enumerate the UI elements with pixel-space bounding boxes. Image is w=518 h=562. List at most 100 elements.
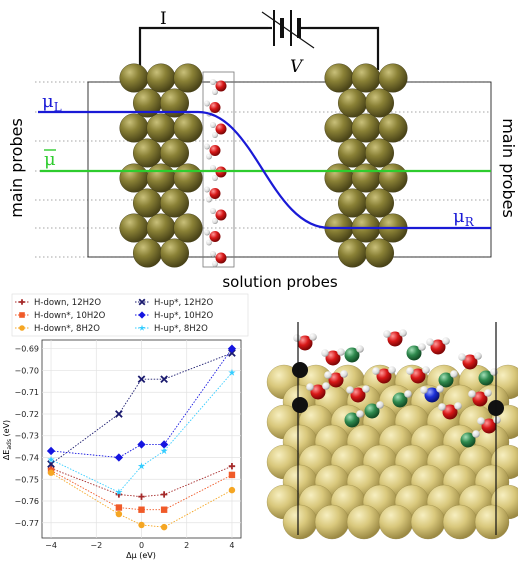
electrode-atom [173,213,203,243]
data-point [160,447,168,455]
electrode-atom [146,163,176,193]
hydrogen-atom [210,79,216,85]
data-point [115,410,123,418]
hydrogen-atom [206,239,212,246]
electrode-atom [146,213,176,243]
electrode-atom [351,113,381,143]
series-h-up-12h2o [47,349,236,468]
hydrogen-atom [399,329,407,337]
hydrogen-atom [362,385,370,393]
slab-atom [410,504,446,540]
hydrogen-atom [450,370,458,378]
electrode-atom [159,88,189,118]
electrode-atom [338,138,368,168]
oxygen-atom [215,209,227,221]
slab-atom [442,504,478,540]
series-line [50,372,233,493]
data-point [47,469,55,476]
hydrogen-atom [210,251,216,257]
hydrogen-atom [356,345,364,353]
hydrogen-atom [383,330,391,338]
hydroxyl-oxygen-atom [460,432,476,448]
electrode-atom [159,138,189,168]
mu-bar-label: μ [44,149,56,170]
y-tick-label: −0.73 [14,432,39,441]
hydrogen-atom [493,416,501,424]
solution-probes-label: solution probes [222,273,337,291]
data-point [138,506,145,513]
data-point [227,344,237,353]
data-point [228,349,236,357]
legend-box [11,293,249,337]
hydroxyl-oxygen-atom [364,403,380,419]
hydrogen-atom [212,89,218,95]
electrode-atom [378,163,408,193]
hydrogen-atom [337,348,345,356]
edge-atom [292,362,308,378]
electrode-atom [173,63,203,93]
oxygen-atom [376,368,392,384]
data-point [138,298,146,306]
series-h-down-8h2o [47,469,236,531]
hydrogen-atom [376,401,384,409]
hydrogen-atom [418,343,426,351]
series-h-up-10h2o [46,344,237,462]
mu-profile-curve [38,110,491,230]
hydrogen-atom [490,368,498,376]
oxygen-atom [209,145,221,156]
oxygen-atom [215,252,227,264]
hydrogen-atom [426,338,434,346]
electrode-atom [338,238,368,268]
slab-atom [282,504,318,540]
electrode-atom [378,113,408,143]
data-point [228,471,236,479]
legend-item: H-down*, 10H2O [15,311,106,321]
nitrogen-atom [424,387,440,403]
oxygen-atom [442,404,458,420]
hydrogen-atom [293,334,301,342]
x-tick-label: −2 [90,541,102,550]
oxygen-atom [215,80,227,92]
oxygen-atom [472,391,488,407]
legend-label: H-up*, 10H2O [154,311,214,321]
scattering-region-frame [87,81,492,258]
electrode-atom [351,63,381,93]
hydrogen-atom [212,132,218,138]
circuit-wire [138,26,380,70]
hydrogen-atom [204,100,210,107]
hydrogen-atom [321,349,329,357]
legend-label: H-down, 12H2O [34,298,101,308]
electrode-atom [132,188,162,218]
x-tick-label: −4 [45,541,57,550]
oxygen-atom [410,368,426,384]
electrode-atom [119,163,149,193]
hydroxyl-oxygen-atom [478,370,494,386]
hydrogen-atom [468,390,476,398]
legend-item: H-up*, 10H2O [135,311,214,321]
hydrogen-atom [484,389,492,397]
data-point [138,521,145,529]
y-axis-label: ΔEads (eV) [2,420,13,460]
hydrogen-atom [454,402,462,410]
hydrogen-atom [406,367,414,375]
data-point [138,311,146,319]
electrode-atom [365,138,395,168]
electrode-atom [365,188,395,218]
slab-atom [314,504,350,540]
electrode-atom [338,188,368,218]
hydrogen-atom [346,386,354,394]
hydrogen-atom [210,165,216,171]
hydrogen-atom [206,153,212,160]
chart-ticks: −0.69−0.70−0.71−0.72−0.73−0.74−0.75−0.76… [14,345,234,550]
data-point [160,523,168,531]
oxygen-atom [297,335,313,351]
y-tick-label: −0.72 [14,410,39,419]
x-tick-label: 4 [229,541,234,550]
oxygen-atom [387,331,403,347]
hydrogen-atom [474,352,482,360]
chart-series [46,344,237,531]
oxygen-atom [462,354,478,370]
oxygen-atom [310,384,326,400]
hydrogen-atom [212,175,218,181]
